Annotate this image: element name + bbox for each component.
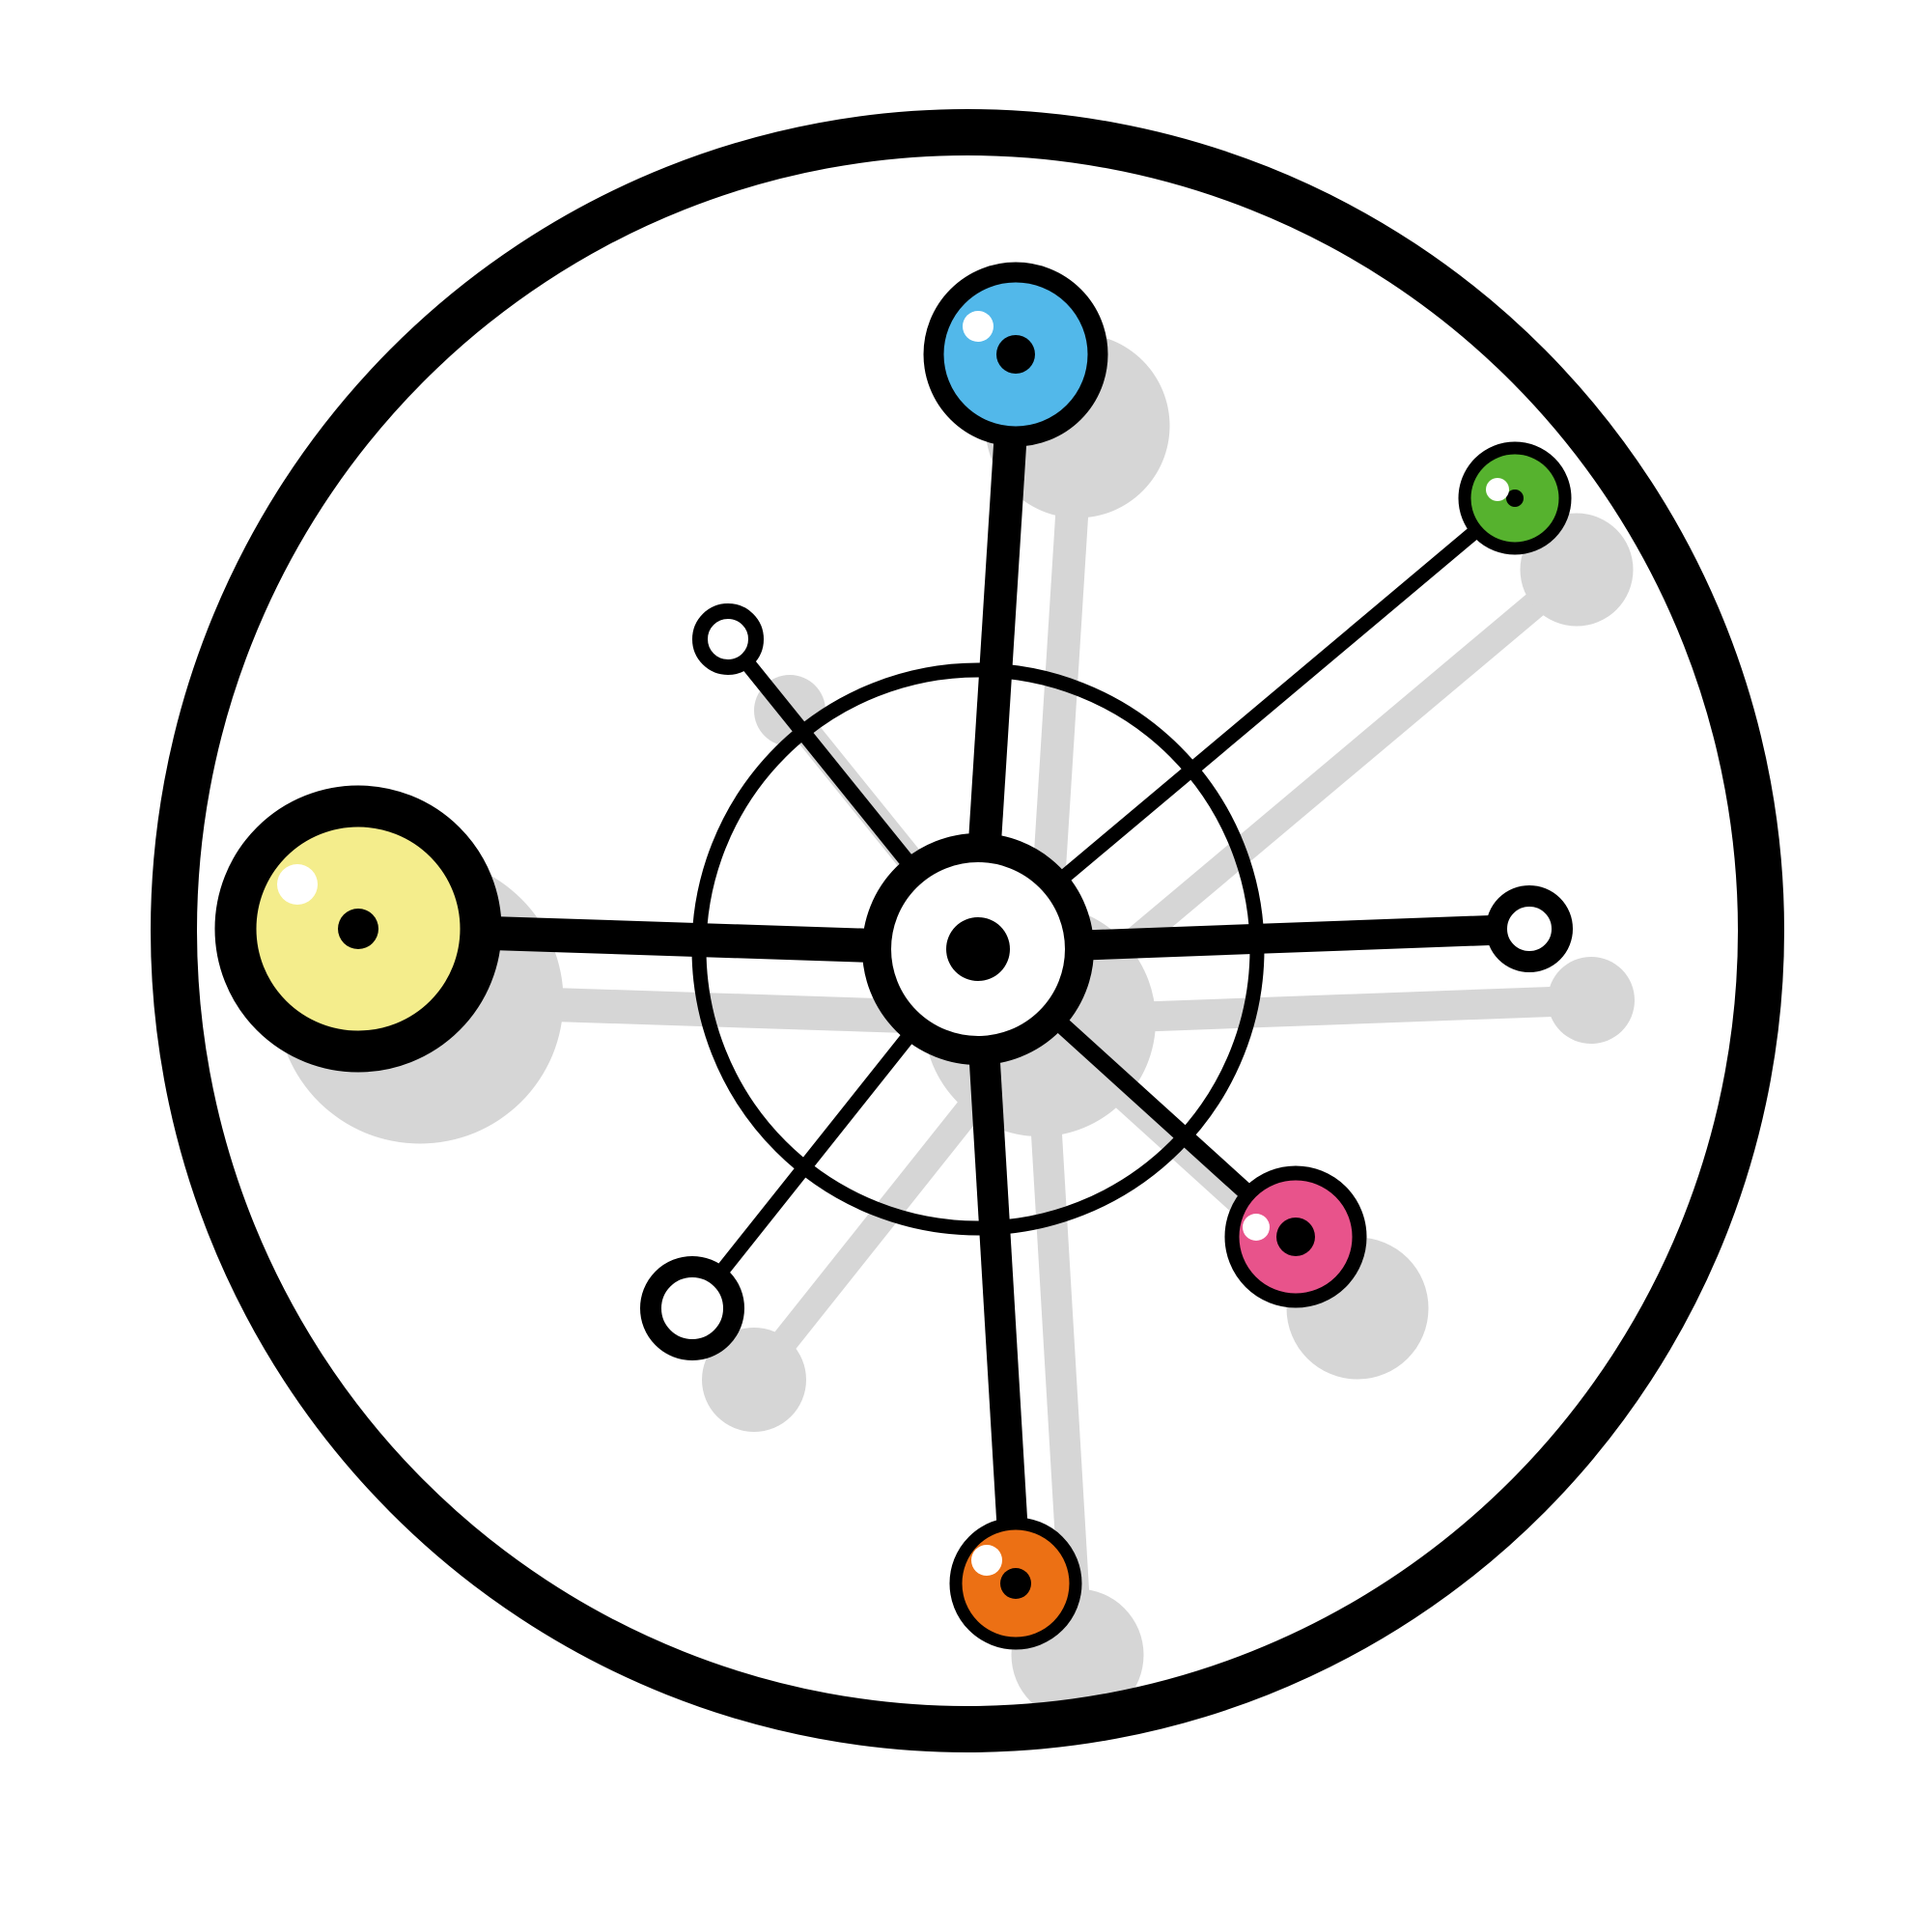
node-top	[923, 262, 1108, 447]
node-left-dot	[338, 909, 378, 949]
node-top-highlight	[963, 311, 993, 342]
node-upper-right-dot	[1506, 490, 1524, 507]
node-left	[214, 785, 502, 1073]
node-lower-left-disc	[640, 1256, 744, 1360]
node-lower-right-highlight	[1243, 1214, 1270, 1241]
hub-dot	[946, 917, 1010, 981]
node-bottom-highlight	[971, 1545, 1002, 1576]
node-group	[214, 262, 1573, 1650]
node-top-dot	[996, 335, 1035, 374]
node-upper-left	[692, 603, 764, 675]
node-right	[1486, 885, 1573, 972]
hub-node	[862, 833, 1094, 1065]
spoke-upper-right	[973, 492, 1520, 955]
shadow-node-lower-left	[702, 1328, 806, 1432]
node-upper-right	[1458, 441, 1572, 555]
node-lower-left	[640, 1256, 744, 1360]
shadow-node-right	[1548, 957, 1635, 1044]
node-right-disc	[1486, 885, 1573, 972]
node-bottom-dot	[1000, 1568, 1031, 1599]
node-left-highlight	[277, 864, 318, 905]
node-lower-right-dot	[1276, 1218, 1315, 1256]
node-upper-left-disc	[692, 603, 764, 675]
outer-ring	[151, 109, 1784, 1752]
node-lower-right	[1224, 1165, 1367, 1308]
node-bottom	[949, 1517, 1082, 1650]
node-upper-right-highlight	[1486, 478, 1509, 501]
